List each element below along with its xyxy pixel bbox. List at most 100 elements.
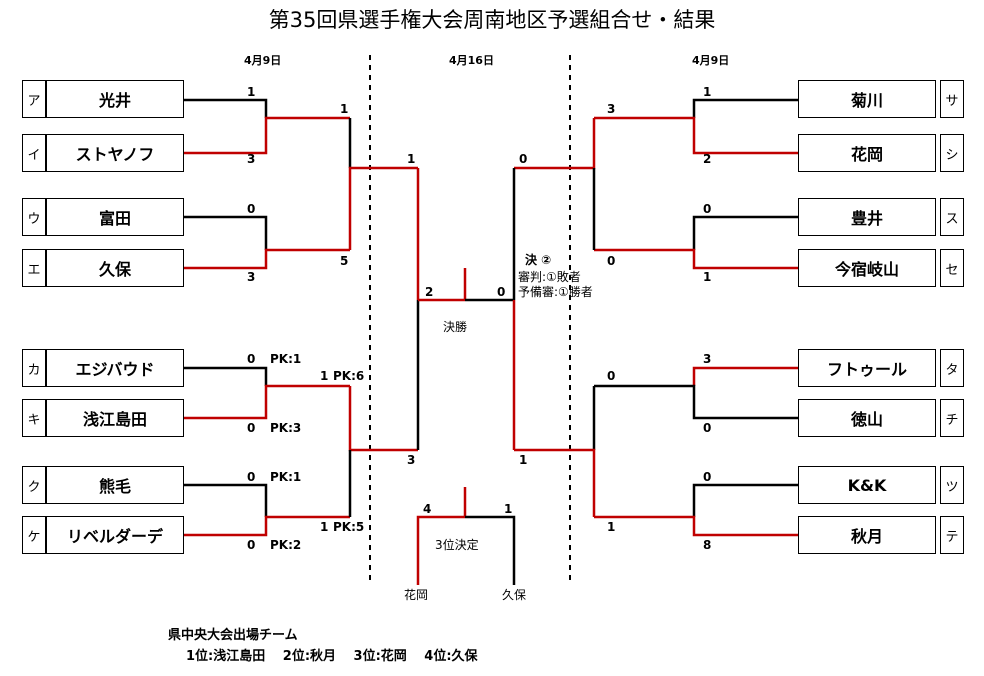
pk-score: PK:1 — [270, 470, 302, 484]
line-r-f — [594, 384, 798, 420]
team-key: サ — [940, 80, 964, 118]
referee-note: 審判:①敗者 — [518, 270, 581, 284]
score: 0 — [703, 470, 712, 484]
team-key: イ — [22, 134, 46, 172]
pk-score: PK:6 — [333, 369, 365, 383]
team-box: 花岡 — [798, 134, 936, 172]
team-key: タ — [940, 349, 964, 387]
team-key: セ — [940, 249, 964, 287]
third-left-team: 花岡 — [404, 588, 429, 602]
third-score-left: 4 — [423, 502, 432, 516]
team-box: 久保 — [46, 249, 184, 287]
team-key: ウ — [22, 198, 46, 236]
score: 5 — [340, 254, 349, 268]
line-l-a — [165, 98, 268, 118]
line-third-left — [416, 515, 465, 585]
reserve-referee-note: 予備審:①勝者 — [518, 285, 593, 299]
line-l-g — [165, 483, 268, 517]
line-l-q1-win — [348, 166, 418, 250]
line-l-q2-win — [348, 386, 418, 452]
line-l-f — [165, 384, 350, 420]
line-l-h — [165, 515, 350, 537]
line-r-a — [692, 98, 798, 118]
score: 8 — [703, 538, 712, 552]
team-box: 今宿岐山 — [798, 249, 936, 287]
score: 1 — [320, 520, 329, 534]
team-key: ツ — [940, 466, 964, 504]
line-r-e — [692, 366, 798, 386]
qualified-teams-list: 1位:浅江島田 2位:秋月 3位:花岡 4位:久保 — [186, 649, 478, 664]
score: 3 — [703, 352, 712, 366]
score: 3 — [407, 453, 416, 467]
score: 0 — [247, 202, 256, 216]
pk-score: PK:5 — [333, 520, 365, 534]
team-key: ア — [22, 80, 46, 118]
score: 1 — [607, 520, 616, 534]
team-key: キ — [22, 399, 46, 437]
team-box: フトゥール — [798, 349, 936, 387]
score: 0 — [247, 538, 256, 552]
score: 0 — [247, 352, 256, 366]
qualified-teams-heading: 県中央大会出場チーム — [168, 628, 298, 643]
score: 0 — [247, 421, 256, 435]
line-r-b — [594, 116, 798, 155]
score: 3 — [247, 270, 256, 284]
pk-score: PK:2 — [270, 538, 302, 552]
date-right: 4月9日 — [692, 54, 730, 67]
score: 0 — [607, 369, 616, 383]
team-box: 光井 — [46, 80, 184, 118]
line-l-e — [165, 366, 268, 386]
score: 1 — [247, 85, 256, 99]
team-box: 熊毛 — [46, 466, 184, 504]
line-l-c — [165, 215, 268, 250]
team-box: K&K — [798, 466, 936, 504]
pk-score: PK:3 — [270, 421, 302, 435]
line-r-q2-win — [514, 448, 596, 517]
third-place-label: 3位決定 — [435, 538, 479, 552]
third-score-right: 1 — [504, 502, 513, 516]
score: 1 — [519, 453, 528, 467]
team-box: リベルダーデ — [46, 516, 184, 554]
line-third-right — [465, 515, 516, 585]
score: 3 — [607, 102, 616, 116]
team-box: 菊川 — [798, 80, 936, 118]
score: 1 — [703, 85, 712, 99]
line-l-d — [165, 248, 350, 270]
line-r-d — [594, 248, 798, 270]
team-box: 富田 — [46, 198, 184, 236]
score: 3 — [247, 152, 256, 166]
score: 0 — [703, 202, 712, 216]
team-key: チ — [940, 399, 964, 437]
third-right-team: 久保 — [502, 588, 527, 602]
team-key: シ — [940, 134, 964, 172]
score: 0 — [247, 470, 256, 484]
score: 0 — [607, 254, 616, 268]
line-l-b — [165, 116, 350, 155]
line-r-g — [692, 483, 798, 517]
score: 1 — [320, 369, 329, 383]
line-r-h — [594, 515, 798, 537]
final-label: 決勝 — [443, 320, 468, 334]
team-key: ス — [940, 198, 964, 236]
team-box: ストヤノフ — [46, 134, 184, 172]
score: 2 — [703, 152, 712, 166]
team-key: テ — [940, 516, 964, 554]
team-box: 徳山 — [798, 399, 936, 437]
team-box: 豊井 — [798, 198, 936, 236]
final-score-right: 0 — [497, 285, 506, 299]
date-center: 4月16日 — [449, 54, 494, 67]
team-key: エ — [22, 249, 46, 287]
pk-score: PK:1 — [270, 352, 302, 366]
score: 1 — [703, 270, 712, 284]
date-left: 4月9日 — [244, 54, 282, 67]
score: 0 — [703, 421, 712, 435]
team-key: ク — [22, 466, 46, 504]
score: 0 — [519, 152, 528, 166]
team-box: 浅江島田 — [46, 399, 184, 437]
team-box: 秋月 — [798, 516, 936, 554]
final-marker: 決 ② — [525, 253, 552, 267]
score: 1 — [407, 152, 416, 166]
page-title: 第35回県選手権大会周南地区予選組合せ・結果 — [268, 8, 716, 32]
team-key: ケ — [22, 516, 46, 554]
